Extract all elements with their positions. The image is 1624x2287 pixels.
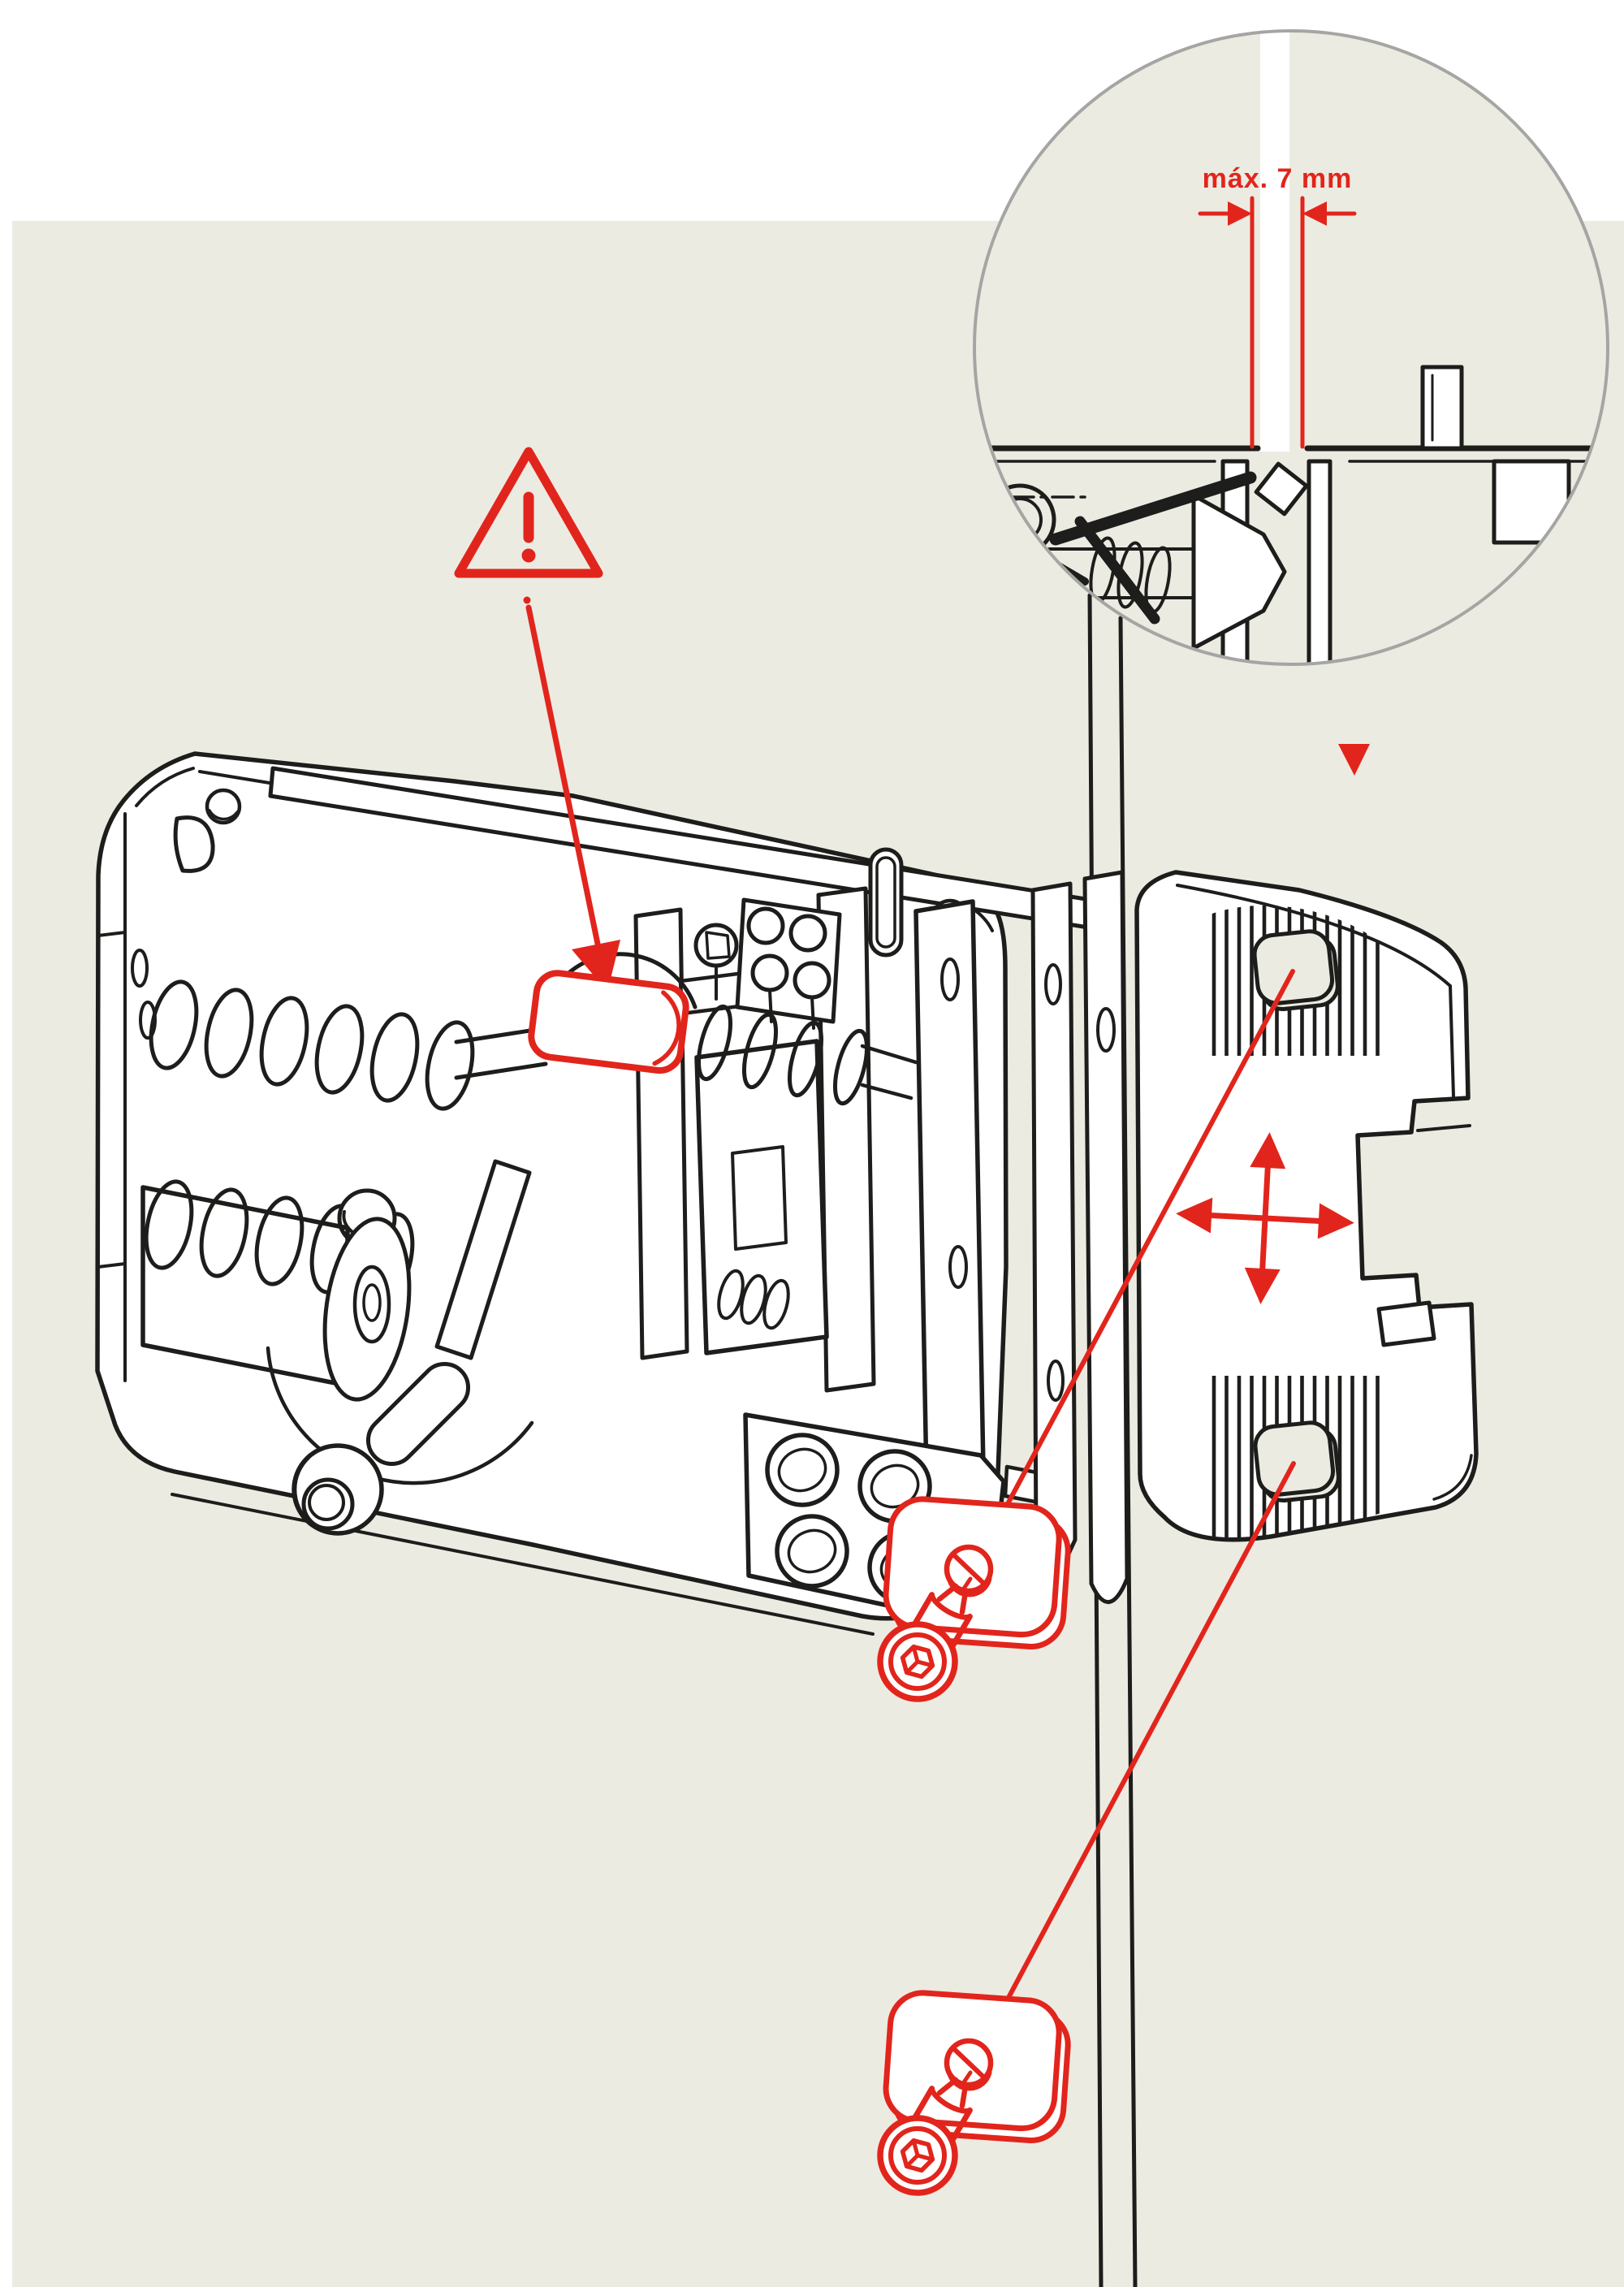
warning-triangle-icon [454,447,603,578]
gap-white-stripe [1260,32,1289,452]
dimension-annotation: máx. 7 mm [1198,163,1357,449]
max-gap-label: máx. 7 mm [1203,163,1353,194]
gap-detail-inset: máx. 7 mm [973,29,1609,666]
four-way-arrow-icon [1176,1132,1354,1304]
centre-brackets [633,886,987,1524]
latch-sliders [1030,870,1129,1604]
plate-slot-lower [1253,1420,1341,1503]
down-triangle-icon [1338,744,1370,776]
lever-and-roller [292,1159,532,1536]
mounting-plate [1134,870,1479,1542]
plate-slot-upper [1252,929,1340,1012]
screw-leader-lines [970,969,1296,2069]
spring-at-cylinder [696,1004,918,1106]
highlighted-cylinder [528,970,689,1074]
spring-upper [139,979,548,1111]
section-drawing [976,365,1606,663]
lock-mechanism-drawing [95,751,1113,1636]
